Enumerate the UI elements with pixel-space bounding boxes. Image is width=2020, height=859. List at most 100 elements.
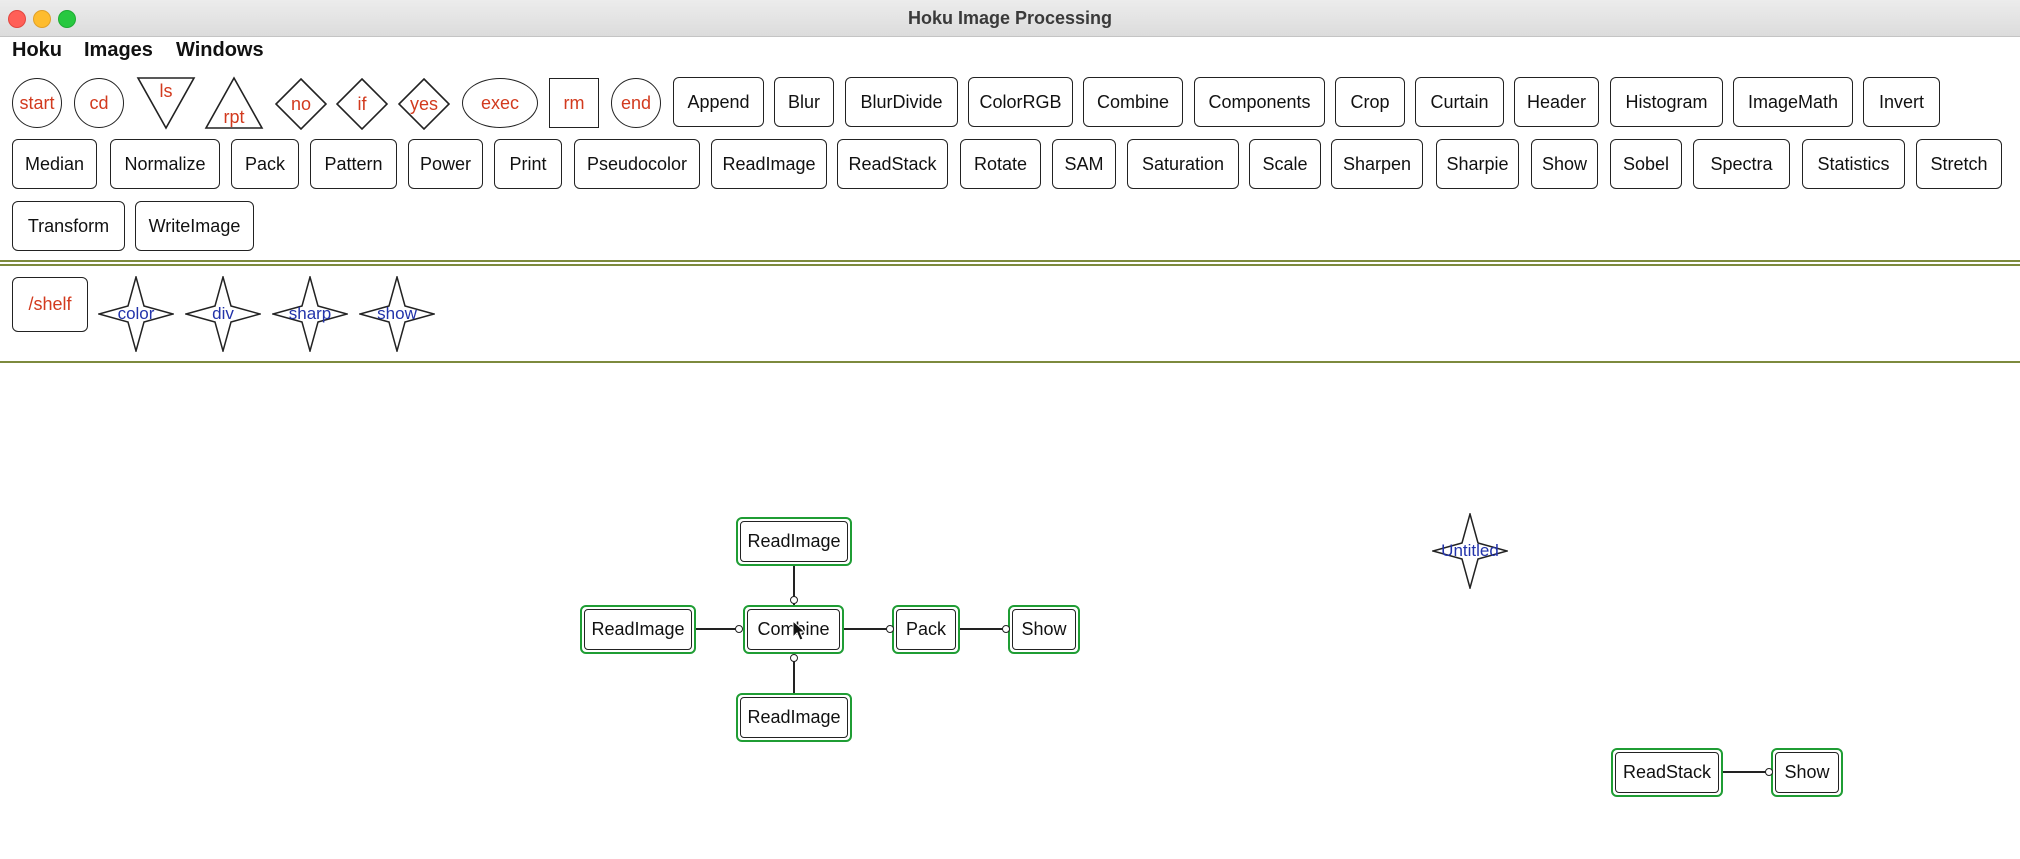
tool-readstack-button[interactable]: ReadStack [837, 139, 948, 189]
tool-writeimage-button[interactable]: WriteImage [135, 201, 254, 251]
node-readimage-left[interactable]: ReadImage [580, 605, 696, 654]
node-inner-border [584, 609, 692, 650]
tool-pack-button[interactable]: Pack [231, 139, 299, 189]
control-rpt[interactable]: rpt [204, 76, 264, 130]
control-start[interactable]: start [12, 78, 62, 128]
tool-saturation-button[interactable]: Saturation [1127, 139, 1239, 189]
triangle-shape [204, 76, 264, 129]
node-inner-border [1615, 752, 1719, 793]
node-label: ReadImage [747, 707, 841, 727]
input-port[interactable] [1765, 768, 1773, 776]
workflow-canvas[interactable]: ReadImage ReadImage Combine Pack Show Re… [0, 363, 2020, 859]
tool-pseudocolor-button[interactable]: Pseudocolor [574, 139, 700, 189]
shelf-macro-div-label: div [212, 304, 234, 323]
menu-images[interactable]: Images [84, 39, 153, 61]
node-label: ReadStack [1622, 762, 1712, 782]
control-cd[interactable]: cd [74, 78, 124, 128]
star-shape [272, 276, 348, 352]
tool-pattern-button[interactable]: Pattern [310, 139, 397, 189]
tool-spectra-button[interactable]: Spectra [1693, 139, 1790, 189]
input-port[interactable] [886, 625, 894, 633]
node-show[interactable]: Show [1008, 605, 1080, 654]
node-readimage-bottom[interactable]: ReadImage [736, 693, 852, 742]
shelf-macro-sharp-label: sharp [288, 304, 332, 323]
inverted-triangle-shape [136, 77, 196, 130]
node-readstack[interactable]: ReadStack [1611, 748, 1723, 797]
tool-crop-button[interactable]: Crop [1335, 77, 1405, 127]
node-pack[interactable]: Pack [892, 605, 960, 654]
shelf-macro-show-label: show [377, 304, 417, 323]
control-if-label: if [357, 93, 367, 114]
input-port[interactable] [790, 596, 798, 604]
tool-combine-button[interactable]: Combine [1083, 77, 1183, 127]
tool-scale-button[interactable]: Scale [1249, 139, 1321, 189]
tool-imagemath-button[interactable]: ImageMath [1733, 77, 1853, 127]
star-shape [98, 276, 174, 352]
node-readimage-top[interactable]: ReadImage [736, 517, 852, 566]
control-if[interactable]: if [336, 78, 388, 130]
tool-blurdivide-button[interactable]: BlurDivide [845, 77, 958, 127]
tool-normalize-button[interactable]: Normalize [110, 139, 220, 189]
input-port[interactable] [1002, 625, 1010, 633]
shelf-macro-color-label: color [117, 304, 155, 323]
menu-hoku[interactable]: Hoku [12, 39, 62, 61]
tool-curtain-button[interactable]: Curtain [1415, 77, 1504, 127]
node-label: Pack [905, 619, 947, 639]
tool-median-button[interactable]: Median [12, 139, 97, 189]
control-ls[interactable]: ls [136, 76, 196, 130]
node-show-2[interactable]: Show [1771, 748, 1843, 797]
minimize-window-button[interactable] [33, 10, 51, 28]
control-end-label: end [620, 92, 652, 113]
tool-invert-button[interactable]: Invert [1863, 77, 1940, 127]
shelf-macro-sharp[interactable]: sharp [272, 276, 348, 352]
shelf-panel: /shelf color div sharp show [0, 264, 2020, 363]
title-bar: Hoku Image Processing [0, 0, 2020, 37]
tool-sobel-button[interactable]: Sobel [1610, 139, 1682, 189]
tool-stretch-button[interactable]: Stretch [1916, 139, 2002, 189]
node-label: ReadImage [747, 531, 841, 551]
control-exec[interactable]: exec [462, 78, 538, 128]
close-window-button[interactable] [8, 10, 26, 28]
control-rm[interactable]: rm [549, 78, 599, 128]
tool-sam-button[interactable]: SAM [1052, 139, 1116, 189]
control-no-label: no [290, 93, 312, 114]
tool-rotate-button[interactable]: Rotate [960, 139, 1041, 189]
tool-transform-button[interactable]: Transform [12, 201, 125, 251]
star-shape [185, 276, 261, 352]
tool-power-button[interactable]: Power [408, 139, 483, 189]
shelf-macro-color[interactable]: color [98, 276, 174, 352]
node-inner-border [896, 609, 956, 650]
mouse-cursor-icon [792, 620, 806, 641]
control-start-label: start [19, 92, 55, 113]
macro-untitled[interactable]: Untitled [1432, 513, 1508, 589]
tool-header-button[interactable]: Header [1514, 77, 1599, 127]
shelf-macro-div[interactable]: div [185, 276, 261, 352]
tool-blur-button[interactable]: Blur [774, 77, 834, 127]
menu-windows[interactable]: Windows [176, 39, 264, 61]
control-end[interactable]: end [611, 78, 661, 128]
node-inner-border [740, 521, 848, 562]
tool-histogram-button[interactable]: Histogram [1610, 77, 1723, 127]
input-port[interactable] [735, 625, 743, 633]
tool-append-button[interactable]: Append [673, 77, 764, 127]
macro-untitled-label: Untitled [1441, 541, 1499, 560]
tool-print-button[interactable]: Print [494, 139, 562, 189]
wire-pack-show [960, 628, 1005, 630]
zoom-window-button[interactable] [58, 10, 76, 28]
tool-sharpie-button[interactable]: Sharpie [1436, 139, 1519, 189]
shelf-path-button[interactable]: /shelf [12, 277, 88, 332]
tool-statistics-button[interactable]: Statistics [1802, 139, 1905, 189]
tool-show-button[interactable]: Show [1531, 139, 1598, 189]
tool-components-button[interactable]: Components [1194, 77, 1325, 127]
tool-colorrgb-button[interactable]: ColorRGB [968, 77, 1073, 127]
input-port[interactable] [790, 654, 798, 662]
node-label: Show [1021, 619, 1067, 639]
shelf-macro-show[interactable]: show [359, 276, 435, 352]
control-no[interactable]: no [275, 78, 327, 130]
diamond-shape [336, 78, 388, 130]
control-ls-label: ls [159, 80, 173, 101]
tool-palette: start cd ls rpt no if yes exec rm [0, 64, 2020, 262]
tool-readimage-button[interactable]: ReadImage [711, 139, 827, 189]
tool-sharpen-button[interactable]: Sharpen [1331, 139, 1423, 189]
control-yes[interactable]: yes [398, 78, 450, 130]
